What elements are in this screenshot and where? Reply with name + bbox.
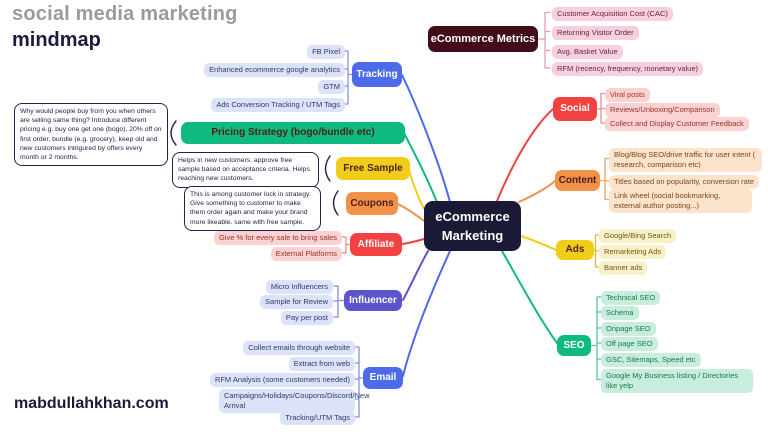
node-affiliate[interactable]: Affiliate <box>350 233 402 256</box>
node-coupons[interactable]: Coupons <box>346 192 398 215</box>
metrics-child[interactable]: Returning Visitor Order <box>552 26 639 40</box>
node-free-sample[interactable]: Free Sample <box>336 157 410 180</box>
seo-child[interactable]: Schema <box>601 306 639 320</box>
metrics-child[interactable]: Avg. Basket Value <box>552 45 623 59</box>
affiliate-child[interactable]: External Platforms <box>270 247 342 261</box>
node-seo[interactable]: SEO <box>557 335 591 356</box>
note-pricing-strategy[interactable]: Why would people buy from you when other… <box>14 103 168 167</box>
influencer-child[interactable]: Micro Influencers <box>265 280 333 294</box>
influencer-child[interactable]: Sample for Review <box>260 295 333 309</box>
social-child[interactable]: Collect and Display Customer Feedback <box>605 117 749 131</box>
social-child[interactable]: Reviews/Unboxing/Comparison <box>605 103 720 117</box>
seo-child[interactable]: Onpage SEO <box>601 322 656 336</box>
node-influencer[interactable]: Influencer <box>344 290 402 311</box>
affiliate-child[interactable]: Give % for every sale to bring sales <box>214 231 342 245</box>
tracking-child[interactable]: Enhanced ecommerce google analytics <box>204 63 345 77</box>
seo-child[interactable]: GSC, Sitemaps, Speed etc <box>601 353 701 367</box>
node-email[interactable]: Email <box>363 367 403 389</box>
page-title-line1: social media marketing <box>12 3 238 25</box>
node-social[interactable]: Social <box>553 97 597 121</box>
email-child[interactable]: Tracking/UTM Tags <box>280 411 355 425</box>
ads-child[interactable]: Remarketing Ads <box>599 245 667 259</box>
content-child[interactable]: Blog/Blog SEO/drive traffic for user int… <box>609 148 762 172</box>
metrics-child[interactable]: Customer Acquisition Cost (CAC) <box>552 7 673 21</box>
ads-child[interactable]: Google/Bing Search <box>599 229 677 243</box>
watermark-url: mabdullahkhan.com <box>14 395 169 412</box>
tracking-child[interactable]: GTM <box>318 80 345 94</box>
node-pricing-strategy[interactable]: Pricing Strategy (bogo/bundle etc) <box>181 122 405 144</box>
email-child[interactable]: Collect emails through website <box>243 341 355 355</box>
seo-child[interactable]: Off page SEO <box>601 337 658 351</box>
ads-child[interactable]: Banner ads <box>599 261 648 275</box>
seo-child[interactable]: Google My Business listing / Directories… <box>601 369 753 393</box>
node-tracking[interactable]: Tracking <box>352 62 402 87</box>
page-title-line2: mindmap <box>12 29 101 51</box>
tracking-child[interactable]: FB Pixel <box>307 45 345 59</box>
metrics-child[interactable]: RFM (recency, frequency, monetary value) <box>552 62 704 76</box>
tracking-child[interactable]: Ads Conversion Tracking / UTM Tags <box>211 98 345 112</box>
node-content[interactable]: Content <box>555 170 600 191</box>
note-free-sample[interactable]: Helps in new customers. approve free sam… <box>172 152 319 188</box>
email-child[interactable]: Extract from web <box>288 357 355 371</box>
node-ecommerce-metrics[interactable]: eCommerce Metrics <box>428 26 538 52</box>
email-child[interactable]: Campaigns/Holidays/Coupons/Discord/New A… <box>219 389 369 413</box>
influencer-child[interactable]: Pay per post <box>280 311 333 325</box>
center-node-ecommerce-marketing[interactable]: eCommerce Marketing <box>424 201 521 251</box>
content-child[interactable]: Link wheel (social bookmarking, external… <box>609 189 752 213</box>
node-ads[interactable]: Ads <box>556 240 594 260</box>
social-child[interactable]: Viral posts <box>605 88 650 102</box>
note-coupons[interactable]: This is among customer lock in strategy.… <box>184 186 321 231</box>
seo-child[interactable]: Technical SEO <box>601 291 661 305</box>
email-child[interactable]: RFM Analysis (some customers needed) <box>209 373 355 387</box>
content-child[interactable]: Titles based on popularity, conversion r… <box>609 175 760 189</box>
